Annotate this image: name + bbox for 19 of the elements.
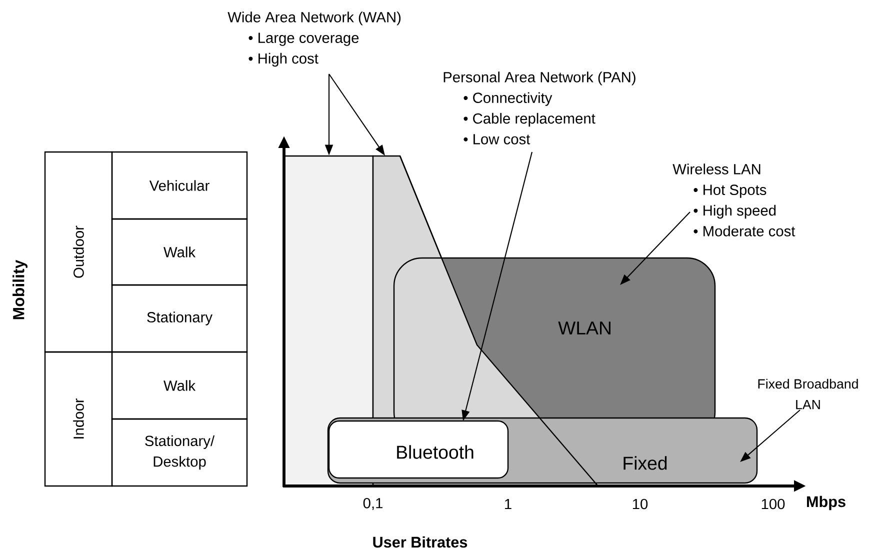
- callout-text: Personal Area Network (PAN) • Connectivity • Cable replacement • Low cost: [444, 72, 636, 144]
- tick-label: 10: [632, 498, 648, 510]
- callout-text: Wireless LAN • Hot Spots • High speed • Moderate cost: [672, 164, 796, 236]
- table-cell: Indoor: [44, 351, 113, 487]
- unit-label: Mbps: [807, 496, 846, 510]
- callout-text: Wide Area Network (WAN) • Large coverage • High cost: [228, 12, 401, 67]
- bluetooth-region: Bluetooth: [328, 420, 509, 479]
- table-cell: Stationary: [111, 284, 248, 353]
- tick-label: 100: [762, 498, 785, 510]
- table-cell: Walk: [111, 351, 248, 420]
- axis-title: User Bitrates: [373, 536, 468, 548]
- axis-title: Mobility: [12, 260, 28, 320]
- tick-label: 1: [505, 498, 512, 510]
- table-cell: Vehicular: [111, 151, 248, 220]
- callout-text: Fixed Broadband LAN: [758, 378, 858, 410]
- table-cell: Outdoor: [44, 151, 113, 353]
- table-cell: Walk: [111, 218, 248, 286]
- tick-label: 0,1: [363, 498, 382, 510]
- table-cell: Stationary/ Desktop: [111, 418, 248, 487]
